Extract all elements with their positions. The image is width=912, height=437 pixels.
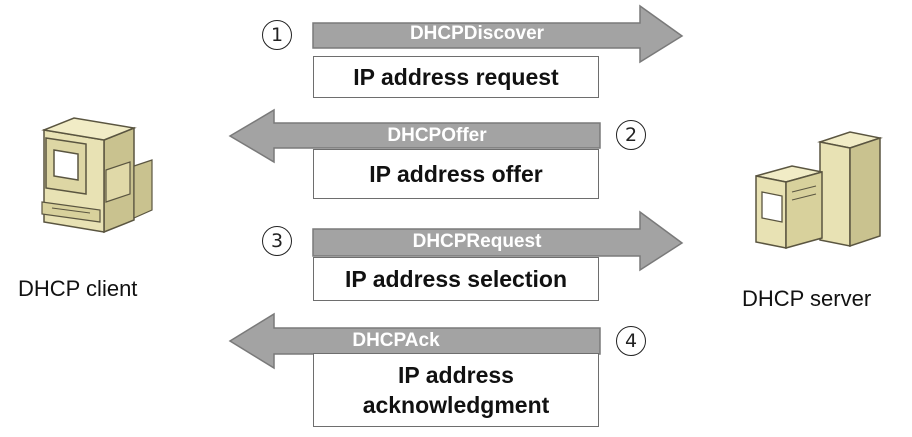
request-message-name: DHCPRequest — [412, 231, 542, 252]
request-arrow — [312, 210, 684, 272]
offer-description-box: IP address offer — [313, 149, 599, 199]
client-computer-icon — [41, 117, 153, 234]
ack-message-name: DHCPAck — [352, 330, 440, 351]
step-4-marker: 4 — [616, 326, 646, 356]
request-description-box: IP address selection — [313, 257, 599, 301]
offer-description: IP address offer — [369, 161, 543, 187]
server-computer-icon — [755, 131, 883, 249]
offer-arrow — [228, 108, 601, 164]
discover-description-box: IP address request — [313, 56, 599, 98]
ack-description: IP address acknowledgment — [362, 362, 550, 418]
discover-message-name: DHCPDiscover — [409, 23, 545, 44]
client-label: DHCP client — [18, 276, 138, 301]
step-3-marker: 3 — [262, 226, 292, 256]
request-description: IP address selection — [344, 266, 567, 292]
server-label: DHCP server — [742, 286, 872, 311]
offer-message-name: DHCPOffer — [387, 125, 487, 146]
discover-arrow — [312, 4, 684, 64]
step-1-marker: 1 — [262, 20, 292, 50]
discover-description: IP address request — [353, 64, 559, 90]
step-2-marker: 2 — [616, 120, 646, 150]
ack-description-box: IP address acknowledgment — [313, 353, 599, 427]
